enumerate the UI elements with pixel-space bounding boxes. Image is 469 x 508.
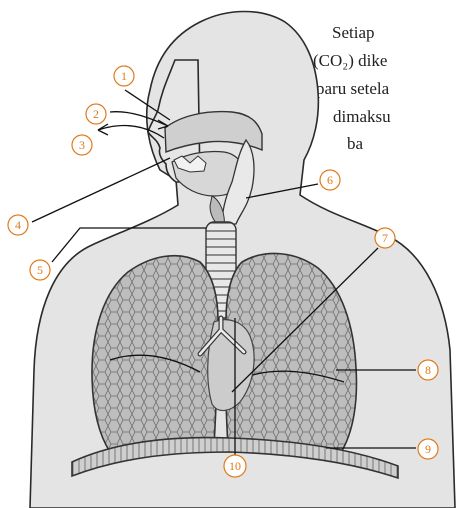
- svg-text:4: 4: [15, 218, 21, 232]
- callout-6: 6: [320, 170, 340, 190]
- callout-10: 10: [224, 455, 246, 477]
- svg-text:8: 8: [425, 363, 431, 377]
- svg-text:6: 6: [327, 173, 333, 187]
- svg-text:3: 3: [79, 138, 85, 152]
- callout-4: 4: [8, 215, 28, 235]
- callout-5: 5: [30, 260, 50, 280]
- svg-text:2: 2: [93, 107, 99, 121]
- exhale-arrow-head: [98, 124, 108, 135]
- svg-text:10: 10: [229, 459, 241, 473]
- callout-7: 7: [375, 228, 395, 248]
- svg-text:5: 5: [37, 263, 43, 277]
- callout-9: 9: [418, 439, 438, 459]
- callout-8: 8: [418, 360, 438, 380]
- leader-4: [32, 158, 170, 222]
- callout-2: 2: [86, 104, 106, 124]
- svg-text:1: 1: [121, 69, 127, 83]
- svg-text:9: 9: [425, 442, 431, 456]
- callout-3: 3: [72, 135, 92, 155]
- callout-1: 1: [114, 66, 134, 86]
- svg-text:7: 7: [382, 231, 388, 245]
